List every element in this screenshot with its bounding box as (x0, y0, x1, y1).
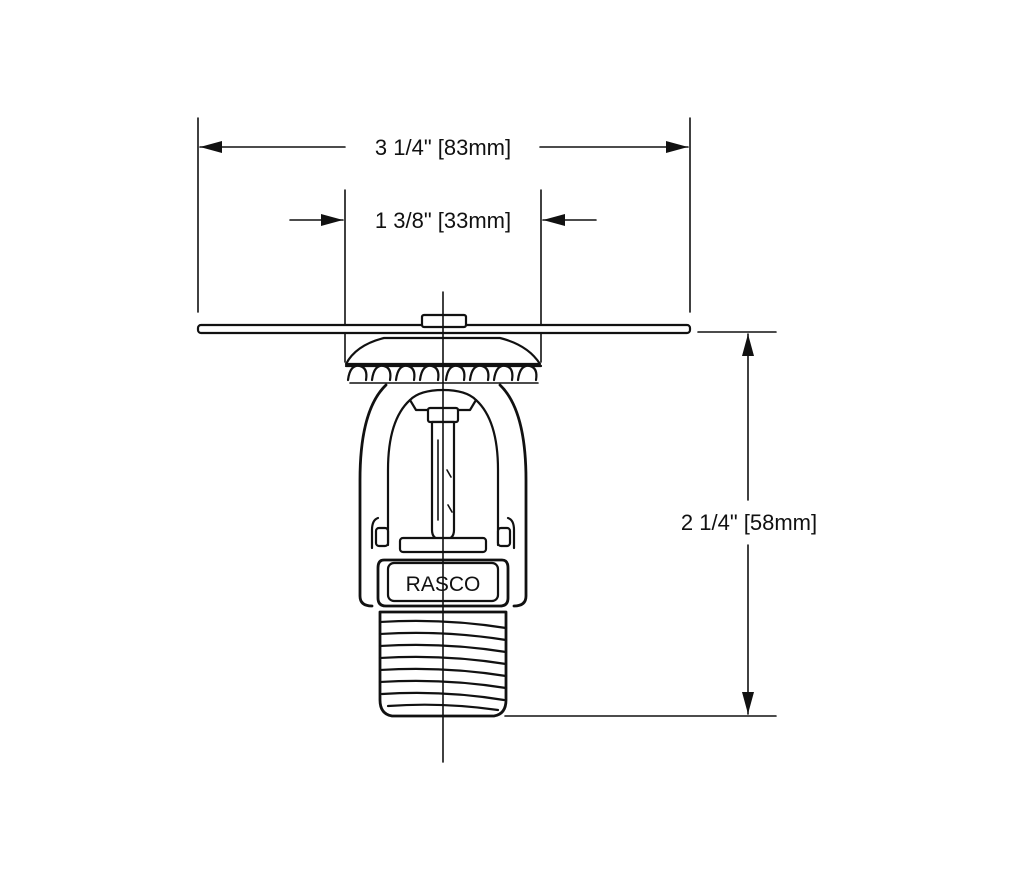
deflector-tine (516, 364, 538, 382)
frame-arm-right-outer (498, 383, 528, 608)
frame-lug-left (374, 526, 390, 548)
deflector-tine (444, 364, 466, 382)
deflector-tine (418, 364, 440, 382)
escutcheon-width-dimension: 1 3/8" [33mm] (289, 189, 597, 363)
height-dimension: 2 1/4" [58mm] (504, 331, 817, 717)
bulb-detail (446, 469, 452, 478)
arrowhead-right (666, 141, 688, 153)
arrowhead-inner-left (321, 214, 343, 226)
overall-width-label: 3 1/4" [83mm] (375, 135, 511, 160)
arrowhead-inner-right (543, 214, 565, 226)
deflector-tine (492, 364, 514, 382)
deflector-tine (394, 364, 416, 382)
arrowhead-bottom (742, 692, 754, 714)
arrowhead-top (742, 334, 754, 356)
escutcheon-width-label: 1 3/8" [33mm] (375, 208, 511, 233)
plate-hub (420, 313, 468, 329)
frame-arm-right-inner (474, 398, 500, 547)
bulb-detail (447, 504, 453, 513)
frame-rib-left (370, 516, 380, 550)
overall-width-dimension: 3 1/4" [83mm] (197, 117, 691, 313)
ceiling-plate (196, 313, 692, 335)
deflector-tine (370, 364, 392, 382)
height-label: 2 1/4" [58mm] (681, 510, 817, 535)
frame-rib-right (506, 516, 516, 550)
arrowhead-left (200, 141, 222, 153)
deflector-tine (468, 364, 490, 382)
deflector-tine (346, 364, 368, 382)
frame-arm-left-inner (386, 398, 412, 547)
deflector-tines (346, 364, 538, 382)
frame-arm-left-outer (358, 383, 388, 608)
frame-lug-right (496, 526, 512, 548)
sprinkler-body: RASCO (376, 558, 510, 608)
